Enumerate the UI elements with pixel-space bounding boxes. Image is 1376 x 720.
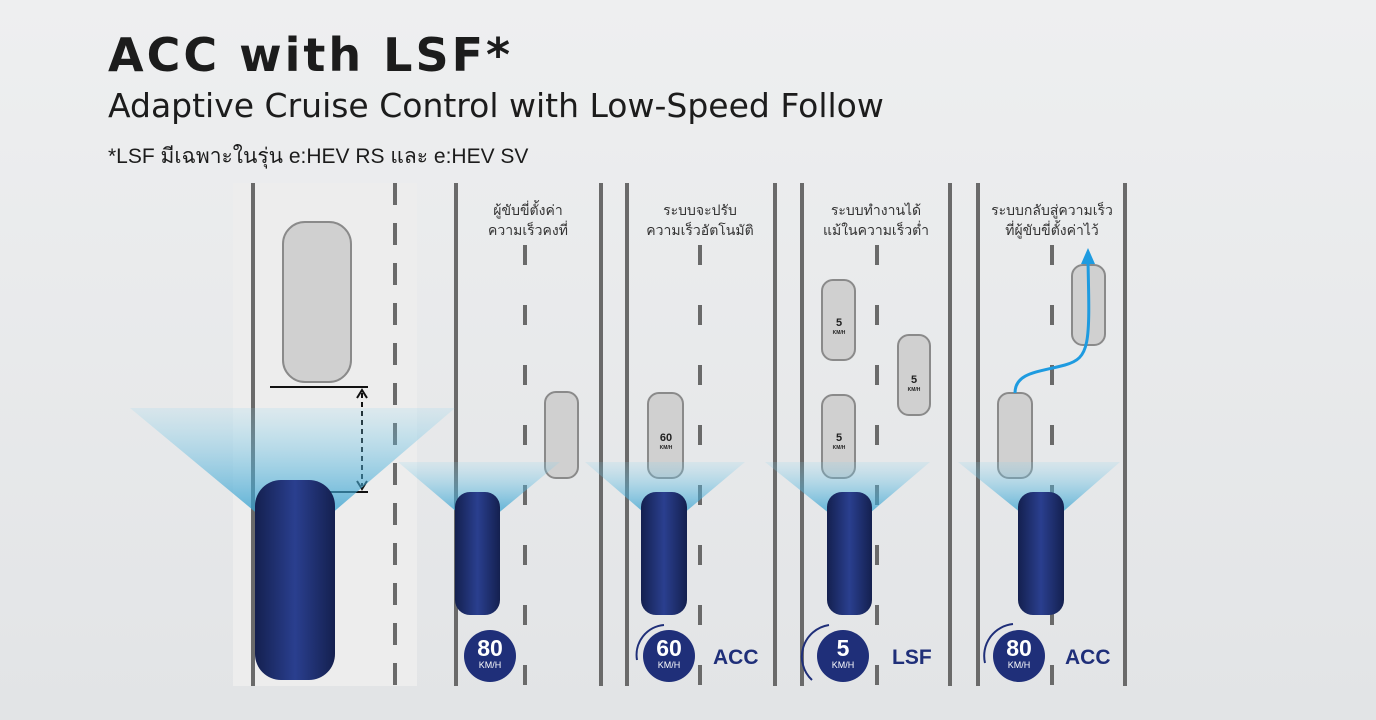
- lane-change-arrow: [1013, 261, 1091, 394]
- subtitle: Adaptive Cruise Control with Low-Speed F…: [108, 86, 884, 125]
- ego-car: [255, 480, 335, 680]
- caption-panel-set-speed: ผู้ขับขี่ตั้งค่าความเร็วคงที่: [488, 202, 568, 238]
- ego-car: [1018, 492, 1064, 615]
- mode-label: LSF: [892, 646, 932, 669]
- title: ACC with LSF*: [108, 28, 514, 82]
- lead-car: [821, 279, 856, 361]
- lead-car: [544, 391, 579, 479]
- caption-panel-low-speed: ระบบทำงานได้แม้ในความเร็วต่ำ: [822, 202, 930, 238]
- increase-arc-icon: [983, 623, 1014, 664]
- lead-car: [897, 334, 931, 416]
- lead-cars: [282, 221, 1106, 479]
- lead-car: [282, 221, 352, 383]
- ego-car: [455, 492, 500, 615]
- speed-arcs: [635, 623, 1014, 681]
- availability-note: *LSF มีเฉพาะในรุ่น e:HEV RS และ e:HEV SV: [108, 145, 529, 168]
- ego-car: [641, 492, 687, 615]
- arrow-head-icon: [1081, 248, 1095, 264]
- mode-label: ACC: [713, 646, 759, 669]
- ego-car: [827, 492, 872, 615]
- ego-cars: [255, 480, 1064, 680]
- decrease-arc-icon: [635, 624, 665, 661]
- caption-panel-auto-adjust: ระบบจะปรับความเร็วอัตโนมัติ: [646, 202, 754, 238]
- caption-panel-resume: ระบบกลับสู่ความเร็วที่ผู้ขับขี่ตั้งค่าไว…: [991, 202, 1113, 238]
- mode-label: ACC: [1065, 646, 1111, 669]
- decrease-arc-icon: [800, 624, 830, 681]
